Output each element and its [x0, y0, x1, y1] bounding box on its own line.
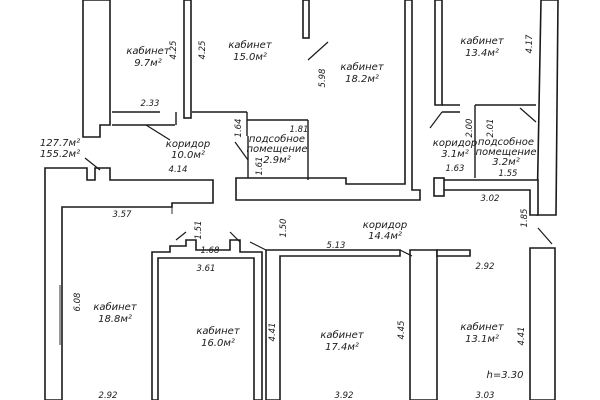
dimension-label: 4.41: [268, 323, 278, 342]
dimension-label: 3.92: [335, 391, 354, 400]
room-area: 13.1м²: [465, 334, 499, 345]
room-area: 16.0м²: [201, 338, 235, 349]
room-name: коридор: [433, 138, 477, 149]
dimension-label: 1.61: [255, 157, 265, 176]
room-area: 18.2м²: [345, 74, 379, 85]
room-name: кабинет: [93, 301, 138, 313]
room-area: 14.4м²: [368, 231, 402, 242]
wall-cab-17: [265, 249, 401, 400]
room-labels: кабинет 9.7м² кабинет 15.0м² кабинет 18.…: [40, 35, 537, 381]
dimension-label: 1.55: [499, 169, 518, 179]
room-name-line1: подсобное: [478, 136, 534, 148]
wall-left-top: [82, 0, 111, 138]
dimension-label: 1.81: [290, 125, 309, 135]
dimension-label: 1.63: [446, 164, 465, 174]
door-5: [519, 107, 537, 123]
wall-partition-3: [434, 0, 443, 106]
room-name: кабинет: [320, 329, 365, 341]
room-name: коридор: [363, 220, 407, 231]
dimension-label: 4.25: [169, 41, 179, 60]
dimension-label: 2.00: [465, 119, 475, 138]
room-area: 17.4м²: [325, 342, 359, 353]
door-4: [429, 111, 443, 129]
dimension-label: 2.33: [141, 99, 160, 109]
dimension-labels: 4.25 4.25 5.98 4.17 2.33 1.64 1.81 1.61 …: [73, 34, 535, 400]
dimension-label: 1.85: [520, 209, 530, 228]
room-name-line2: помещение: [475, 147, 536, 158]
dimension-label: 4.25: [198, 41, 208, 60]
door-10: [399, 249, 413, 257]
room-area: 2.9м²: [263, 155, 290, 166]
dimension-label: 3.02: [481, 194, 500, 204]
wall-cab-13-left: [409, 249, 438, 400]
dimension-label: 3.61: [197, 264, 216, 274]
dimension-label: 4.41: [517, 327, 527, 346]
room-name: кабинет: [460, 321, 505, 333]
dimension-label: 4.45: [397, 321, 407, 340]
wall-right: [536, 0, 559, 216]
dimension-label: 2.92: [99, 391, 118, 400]
door-9: [249, 241, 267, 251]
dimension-label: 4.17: [525, 34, 535, 54]
room-area: 3.1м²: [441, 149, 468, 160]
walls: [44, 0, 559, 400]
dimension-label: 2.01: [486, 119, 496, 138]
door-8: [229, 231, 241, 243]
dimension-label: 5.98: [318, 68, 328, 88]
total-area-2: 155.2м²: [40, 149, 80, 160]
wall-left-outer: [44, 167, 214, 400]
dimension-label: 4.14: [169, 165, 188, 175]
room-name: кабинет: [228, 39, 273, 51]
dimension-label: 1.68: [201, 246, 221, 256]
room-area: 3.2м²: [492, 157, 519, 168]
room-area: 13.4м²: [465, 48, 499, 59]
wall-cab-16: [151, 239, 263, 400]
door-6: [84, 157, 101, 171]
dimension-label: 2.92: [476, 262, 495, 272]
door-3: [307, 41, 329, 61]
door-1: [145, 124, 171, 141]
dimension-label: 1.51: [194, 221, 204, 240]
room-name: коридор: [166, 139, 210, 150]
wall-partition-2: [302, 0, 310, 39]
dimension-label: 3.57: [113, 210, 133, 220]
doors: [84, 41, 553, 257]
dimension-label: 1.64: [234, 119, 244, 138]
room-name: кабинет: [460, 35, 505, 47]
dimension-label: 3.03: [476, 391, 495, 400]
room-area: 15.0м²: [233, 52, 267, 63]
room-name: кабинет: [126, 45, 171, 57]
dimension-label: 5.13: [327, 241, 346, 251]
dimension-label: 6.08: [73, 292, 83, 312]
total-area-1: 127.7м²: [40, 138, 80, 149]
wall-cab-13-top: [436, 249, 471, 257]
room-area: 18.8м²: [98, 314, 132, 325]
door-2: [234, 141, 249, 161]
wall-stub: [433, 177, 445, 197]
ceiling-height: h=3.30: [487, 370, 524, 381]
dimension-label: 1.50: [279, 219, 289, 238]
room-area: 10.0м²: [171, 150, 205, 161]
wall-middle-band: [235, 0, 421, 201]
room-name-line1: подсобное: [249, 133, 305, 145]
room-name-line2: помещение: [246, 144, 307, 155]
room-name: кабинет: [196, 325, 241, 337]
wall-cab-13-right: [529, 247, 556, 400]
room-name: кабинет: [340, 61, 385, 73]
door-11: [537, 227, 553, 245]
room-area: 9.7м²: [134, 58, 161, 69]
wall-partition-1: [183, 0, 192, 119]
door-7: [175, 231, 187, 241]
partitions: [59, 104, 536, 345]
